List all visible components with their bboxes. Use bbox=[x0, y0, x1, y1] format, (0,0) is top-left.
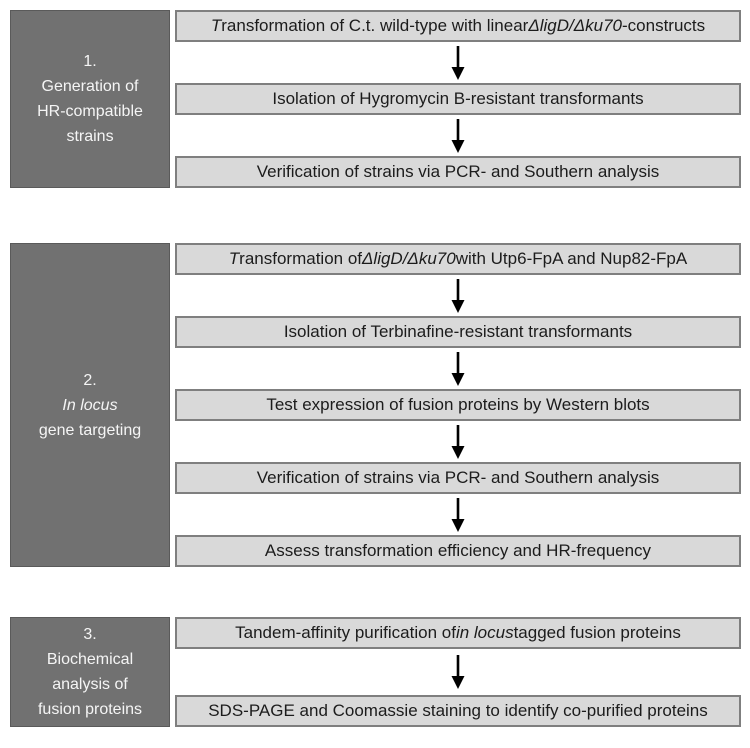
phase-1-label: 1. Generation of HR-compatible strains bbox=[10, 10, 170, 188]
arrow-cell bbox=[175, 348, 741, 389]
phase-label-line: 1. bbox=[11, 49, 169, 74]
text-segment: Tandem-affinity purification of bbox=[235, 623, 456, 642]
phase-label-line: fusion proteins bbox=[11, 697, 169, 722]
step-box: SDS-PAGE and Coomassie staining to ident… bbox=[175, 695, 741, 727]
step-box: Verification of strains via PCR- and Sou… bbox=[175, 156, 741, 188]
phase-label-line: Biochemical bbox=[11, 647, 169, 672]
step-box: Isolation of Terbinafine-resistant trans… bbox=[175, 316, 741, 348]
text-segment: in locus bbox=[455, 623, 514, 642]
down-arrow-icon bbox=[451, 424, 465, 459]
text-segment: Test expression of fusion proteins by We… bbox=[266, 395, 650, 414]
text-segment: Biochemical bbox=[46, 651, 134, 668]
text-segment: strains bbox=[66, 128, 114, 145]
text-segment: analysis of bbox=[52, 676, 128, 693]
text-segment: Generation of bbox=[41, 78, 139, 95]
text-segment: Isolation of Hygromycin B-resistant tran… bbox=[272, 89, 644, 108]
arrow-cell bbox=[175, 115, 741, 156]
text-segment: T bbox=[228, 249, 240, 268]
text-segment: gene targeting bbox=[38, 421, 142, 439]
text-segment: Isolation of Terbinafine-resistant trans… bbox=[283, 322, 633, 341]
phase-label-line: HR-compatible bbox=[11, 99, 169, 124]
text-segment: ransformation of C.t. wild-type with lin… bbox=[221, 16, 529, 35]
down-arrow-icon bbox=[451, 118, 465, 153]
phase-3-steps: Tandem-affinity purification of in locus… bbox=[175, 617, 741, 727]
down-arrow-icon bbox=[451, 351, 465, 386]
text-segment: HR-compatible bbox=[37, 103, 143, 120]
phase-3: 3. Biochemical analysis of fusion proteins T… bbox=[10, 617, 741, 727]
phase-label-line: 3. bbox=[11, 622, 169, 647]
phase-label-line: Generation of bbox=[11, 74, 169, 99]
step-box: Assess transformation efficiency and HR-… bbox=[175, 535, 741, 567]
arrow-cell bbox=[175, 649, 741, 695]
phase-3-label: 3. Biochemical analysis of fusion proteins bbox=[10, 617, 170, 727]
phase-label-line: analysis of bbox=[11, 672, 169, 697]
down-arrow-icon bbox=[451, 278, 465, 313]
text-segment: ΔligD/Δku70 bbox=[362, 249, 456, 268]
text-segment: tagged fusion proteins bbox=[513, 623, 681, 642]
text-segment: ransformation of bbox=[239, 249, 363, 268]
text-segment: T bbox=[210, 16, 222, 35]
arrow-cell bbox=[175, 275, 741, 316]
text-segment: SDS-PAGE and Coomassie staining to ident… bbox=[208, 701, 708, 720]
step-box: Verification of strains via PCR- and Sou… bbox=[175, 462, 741, 494]
arrow-cell bbox=[175, 494, 741, 535]
down-arrow-icon bbox=[451, 45, 465, 80]
text-segment: ΔligD/Δku70 bbox=[528, 16, 622, 35]
text-segment: 1. bbox=[83, 53, 97, 70]
text-segment: In locus bbox=[62, 396, 118, 414]
text-segment: Verification of strains via PCR- and Sou… bbox=[256, 468, 660, 487]
phase-2-label: 2. In locus gene targeting bbox=[10, 243, 170, 567]
step-box: Isolation of Hygromycin B-resistant tran… bbox=[175, 83, 741, 115]
text-segment: Verification of strains via PCR- and Sou… bbox=[256, 162, 660, 181]
step-box: Tandem-affinity purification of in locus… bbox=[175, 617, 741, 649]
text-segment: 3. bbox=[83, 626, 97, 643]
down-arrow-icon bbox=[451, 655, 465, 689]
text-segment: with Utp6-FpA and Nup82-FpA bbox=[455, 249, 688, 268]
text-segment: Assess transformation efficiency and HR-… bbox=[264, 541, 652, 560]
arrow-cell bbox=[175, 421, 741, 462]
text-segment: -constructs bbox=[622, 16, 706, 35]
phase-label-line: In locus bbox=[11, 393, 169, 418]
step-box: Test expression of fusion proteins by We… bbox=[175, 389, 741, 421]
text-segment: fusion proteins bbox=[37, 701, 143, 718]
phase-label-line: strains bbox=[11, 124, 169, 149]
arrow-cell bbox=[175, 42, 741, 83]
phase-label-line: 2. bbox=[11, 368, 169, 393]
down-arrow-icon bbox=[451, 497, 465, 532]
text-segment: 2. bbox=[83, 371, 97, 389]
phase-label-line: gene targeting bbox=[11, 418, 169, 443]
